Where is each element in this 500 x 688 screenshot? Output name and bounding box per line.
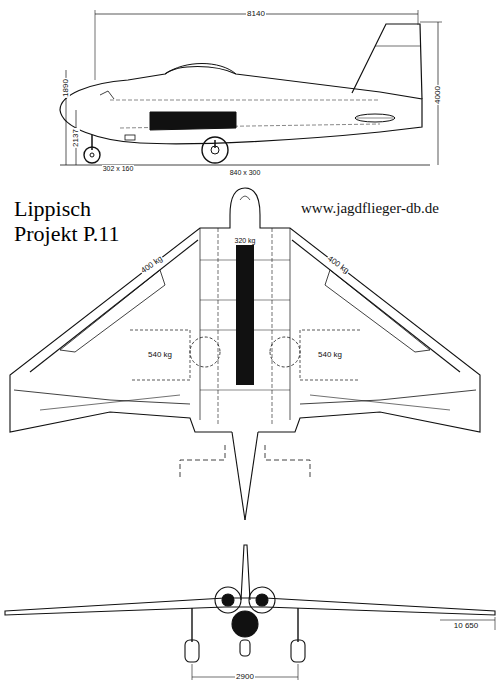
dimension-label: 8140 [246,10,266,18]
dimension-label: 2137 [72,128,80,148]
dimension-label: 4000 [434,85,442,105]
dimension-label: 840 x 300 [229,169,262,176]
dimension-label: 302 x 160 [102,165,135,172]
watermark: www.jagdflieger-db.de [300,201,440,216]
plan-view [10,188,480,520]
dimension-label: 10 650 [453,622,479,630]
dimension-label: 1890 [62,78,70,98]
dimension-label: 320 kg [233,237,256,244]
side-view [60,10,442,165]
dimension-label: 2900 [235,673,255,681]
drawing-title: Lippisch Projekt P.11 [14,196,144,247]
front-view [5,545,495,680]
dimension-label: 540 kg [147,351,173,359]
dimension-label: 540 kg [317,351,343,359]
